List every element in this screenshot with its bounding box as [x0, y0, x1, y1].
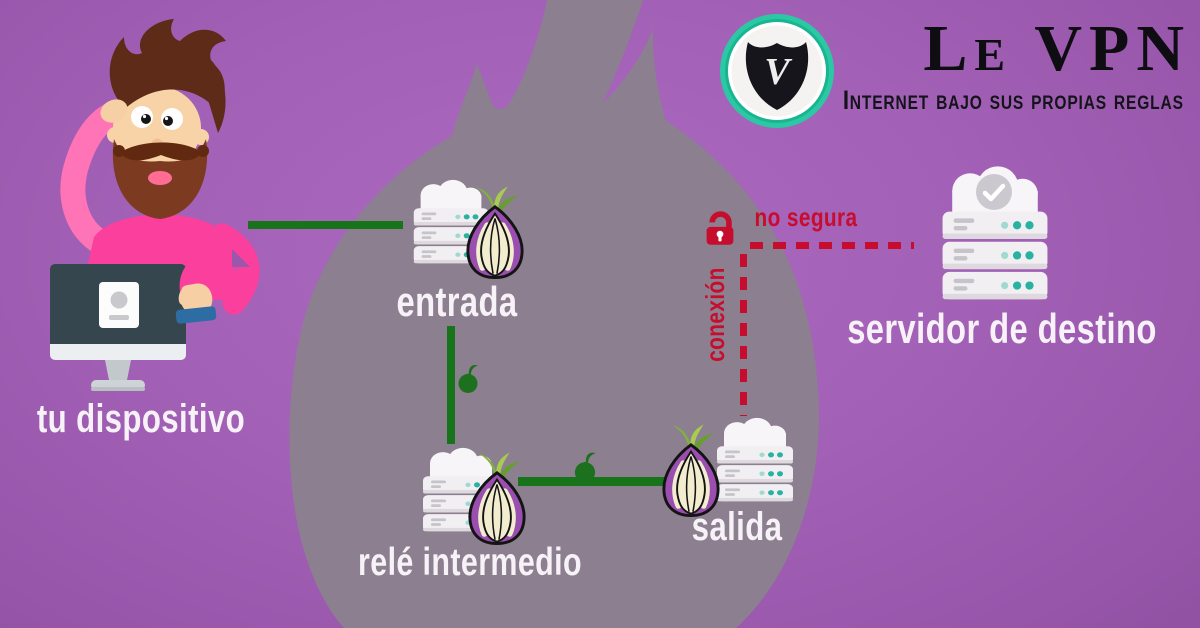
label-middle-relay: relé intermedio: [358, 541, 582, 584]
green-onion-lock-icon: [455, 362, 481, 395]
encrypted-link-device-entry: [248, 221, 403, 229]
device-monitor-icon: [50, 264, 186, 391]
tor-onion-icon: [466, 452, 528, 546]
tor-onion-icon: [660, 424, 722, 518]
insecure-link-horizontal: [750, 242, 914, 249]
brand-tagline: Internet bajo sus propias reglas: [843, 85, 1184, 115]
brand-title: Le VPN: [923, 12, 1191, 85]
levpn-logo-icon: V: [720, 14, 834, 128]
encrypted-link-entry-middle: [447, 326, 455, 444]
check-badge-icon: [976, 174, 1012, 210]
user-hand: [175, 258, 217, 324]
logo-monogram: V: [764, 51, 792, 93]
tor-onion-icon: [464, 186, 526, 280]
green-onion-lock-icon: [571, 450, 599, 484]
label-destination: servidor de destino: [847, 305, 1157, 352]
insecure-link-vertical: [740, 254, 747, 416]
encrypted-link-middle-exit: [518, 477, 666, 486]
open-padlock-icon: [702, 209, 738, 247]
label-no-segura: no segura: [754, 202, 858, 232]
label-exit: salida: [691, 505, 783, 549]
label-conexion: conexión: [700, 267, 730, 362]
label-entry: entrada: [396, 278, 518, 325]
levpn-brand-block: Le VPN Internet bajo sus propias reglas: [768, 16, 1184, 114]
label-device: tu dispositivo: [36, 397, 246, 441]
